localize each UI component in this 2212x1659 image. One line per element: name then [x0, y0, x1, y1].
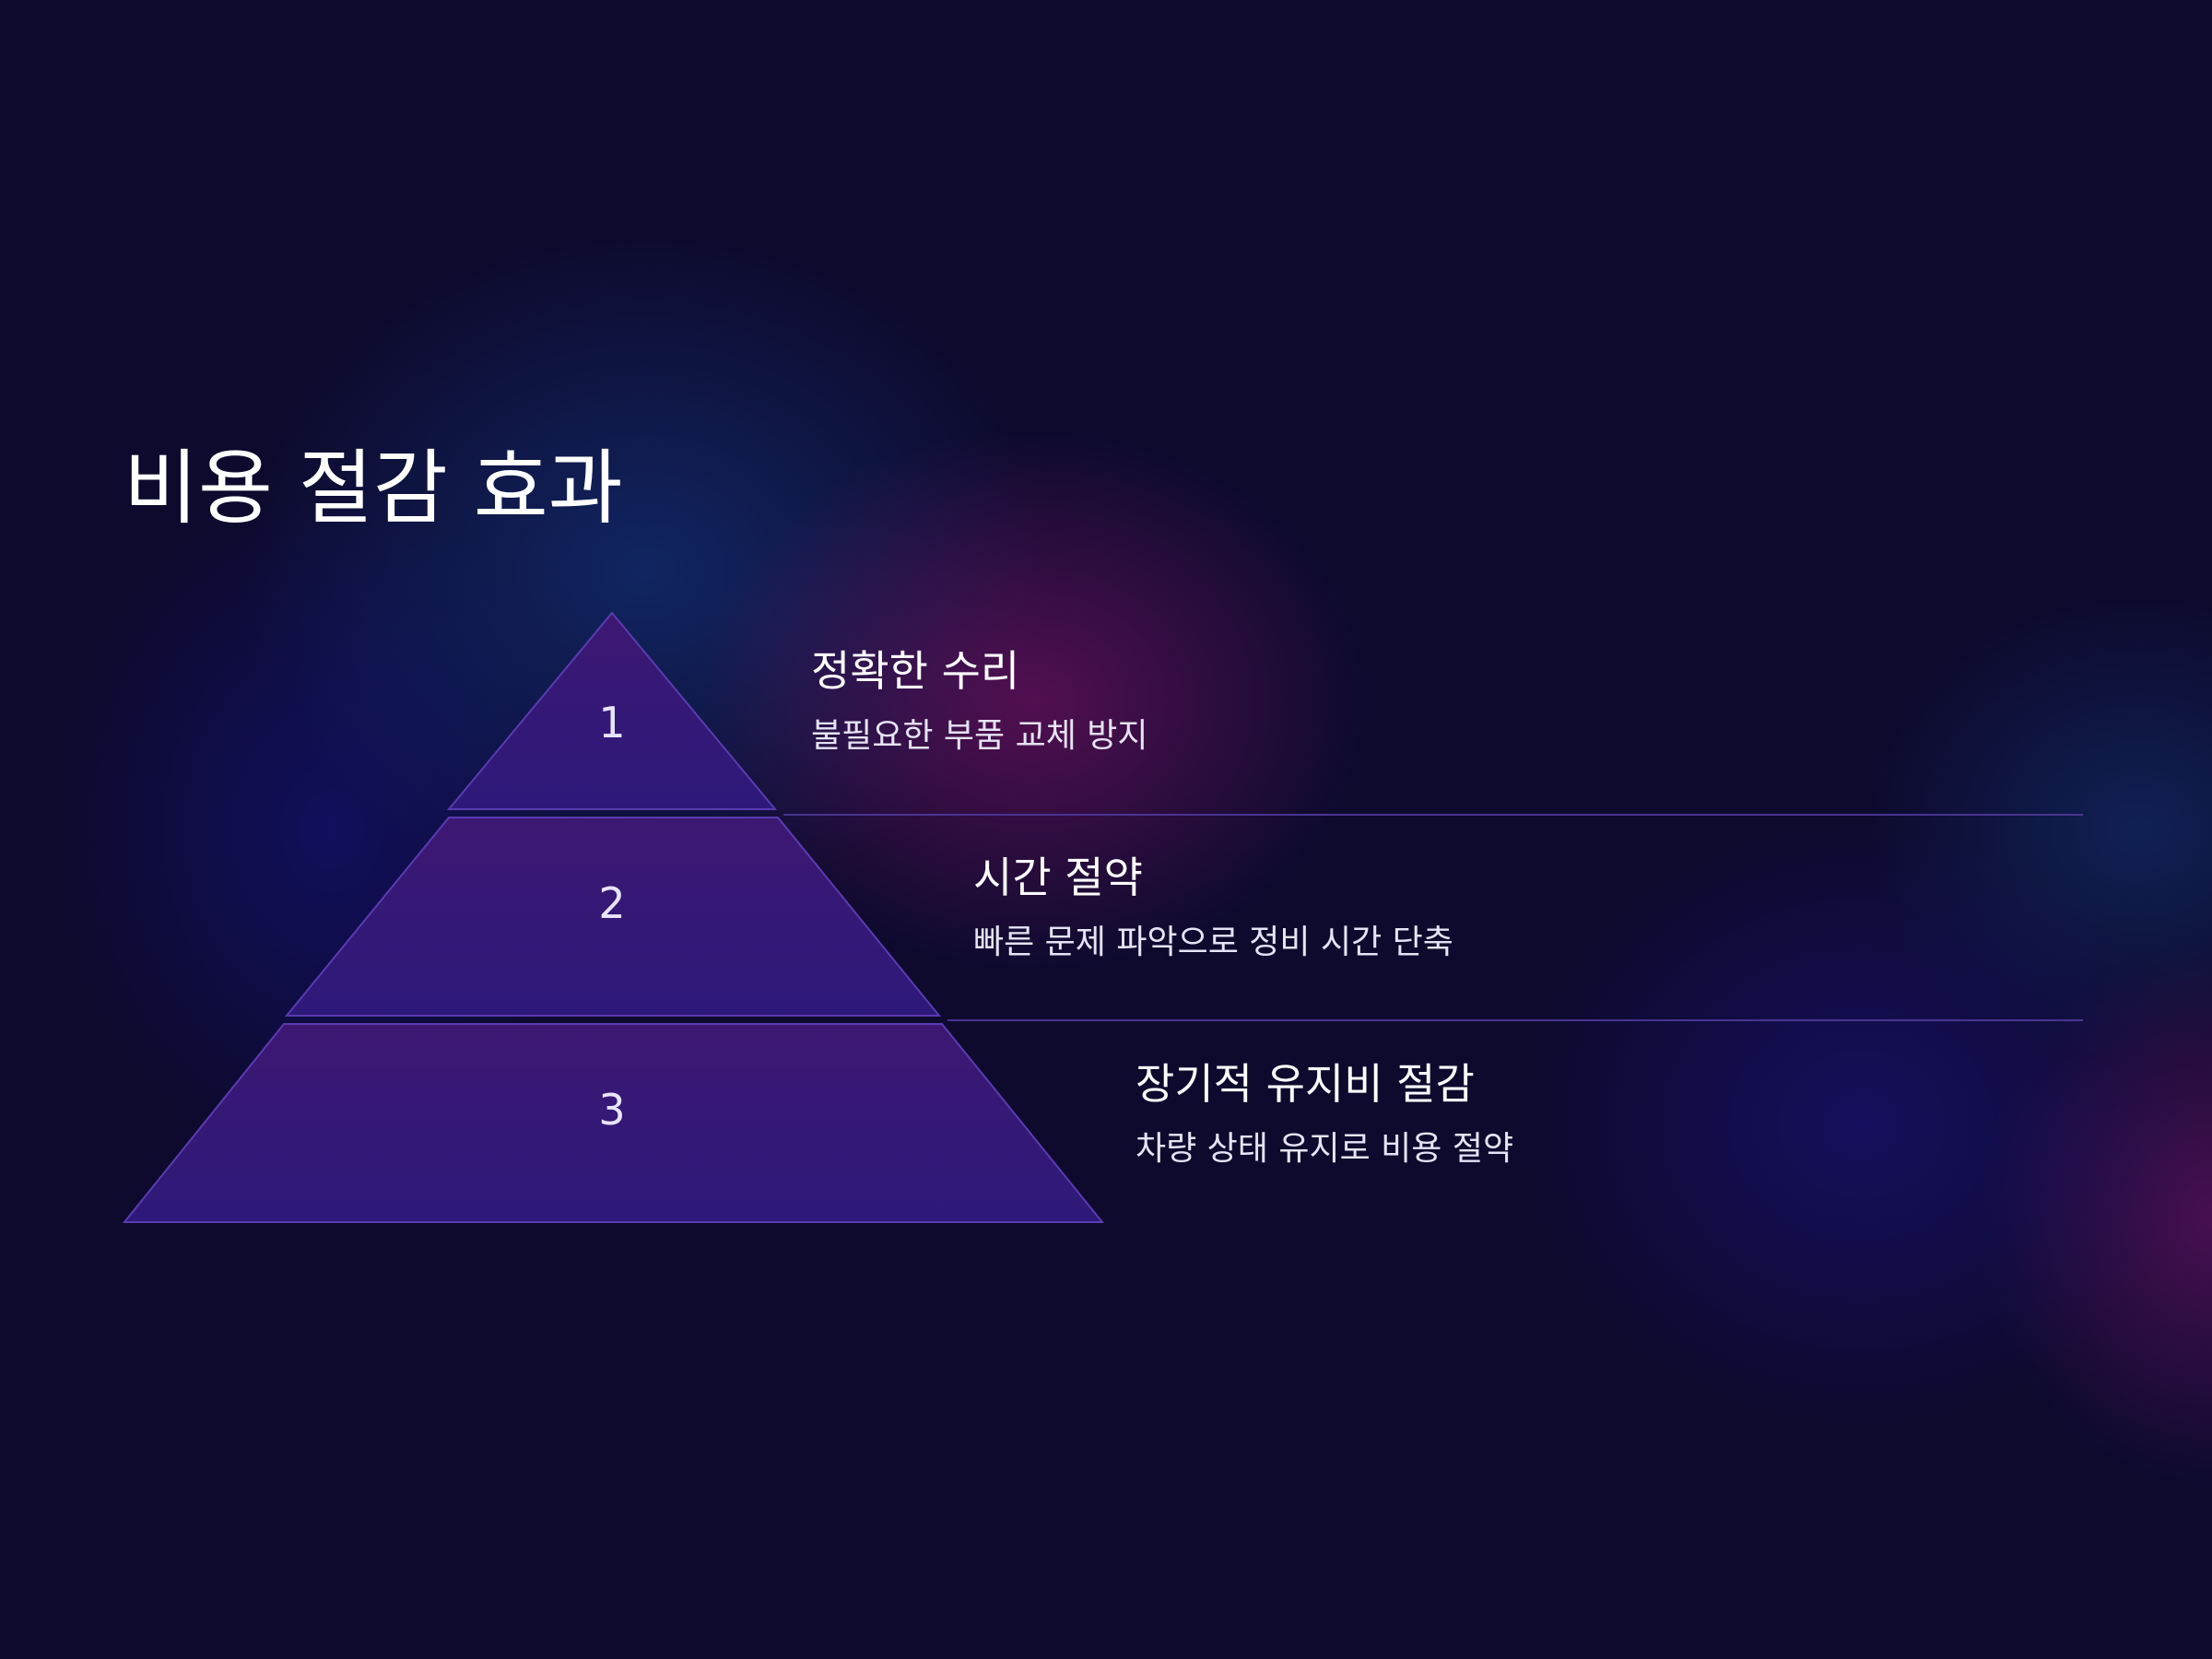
level-1-text: 정확한 수리 불필요한 부품 교체 방지: [811, 643, 1148, 759]
level-1-heading: 정확한 수리: [811, 646, 1020, 696]
pyramid-tier-2: [284, 817, 942, 1017]
tier-number-2: 2: [598, 878, 625, 928]
level-2-text: 시간 절약 빠른 문제 파악으로 정비 시간 단축: [973, 850, 1453, 966]
tier-number-3: 3: [598, 1085, 625, 1135]
level-3-heading: 장기적 유지비 절감: [1135, 1059, 1475, 1109]
level-2-description: 빠른 문제 파악으로 정비 시간 단축: [973, 924, 1453, 961]
level-3-description: 차량 상태 유지로 비용 절약: [1135, 1130, 1514, 1168]
level-3-text: 장기적 유지비 절감 차량 상태 유지로 비용 절약: [1135, 1056, 1513, 1172]
tier-number-1: 1: [598, 698, 625, 747]
level-2-heading: 시간 절약: [973, 853, 1143, 902]
pyramid-tier-1: [446, 611, 778, 810]
slide-title: 비용 절감 효과: [124, 441, 623, 535]
level-1-description: 불필요한 부품 교체 방지: [811, 717, 1148, 755]
pyramid-tier-3: [122, 1023, 1105, 1223]
